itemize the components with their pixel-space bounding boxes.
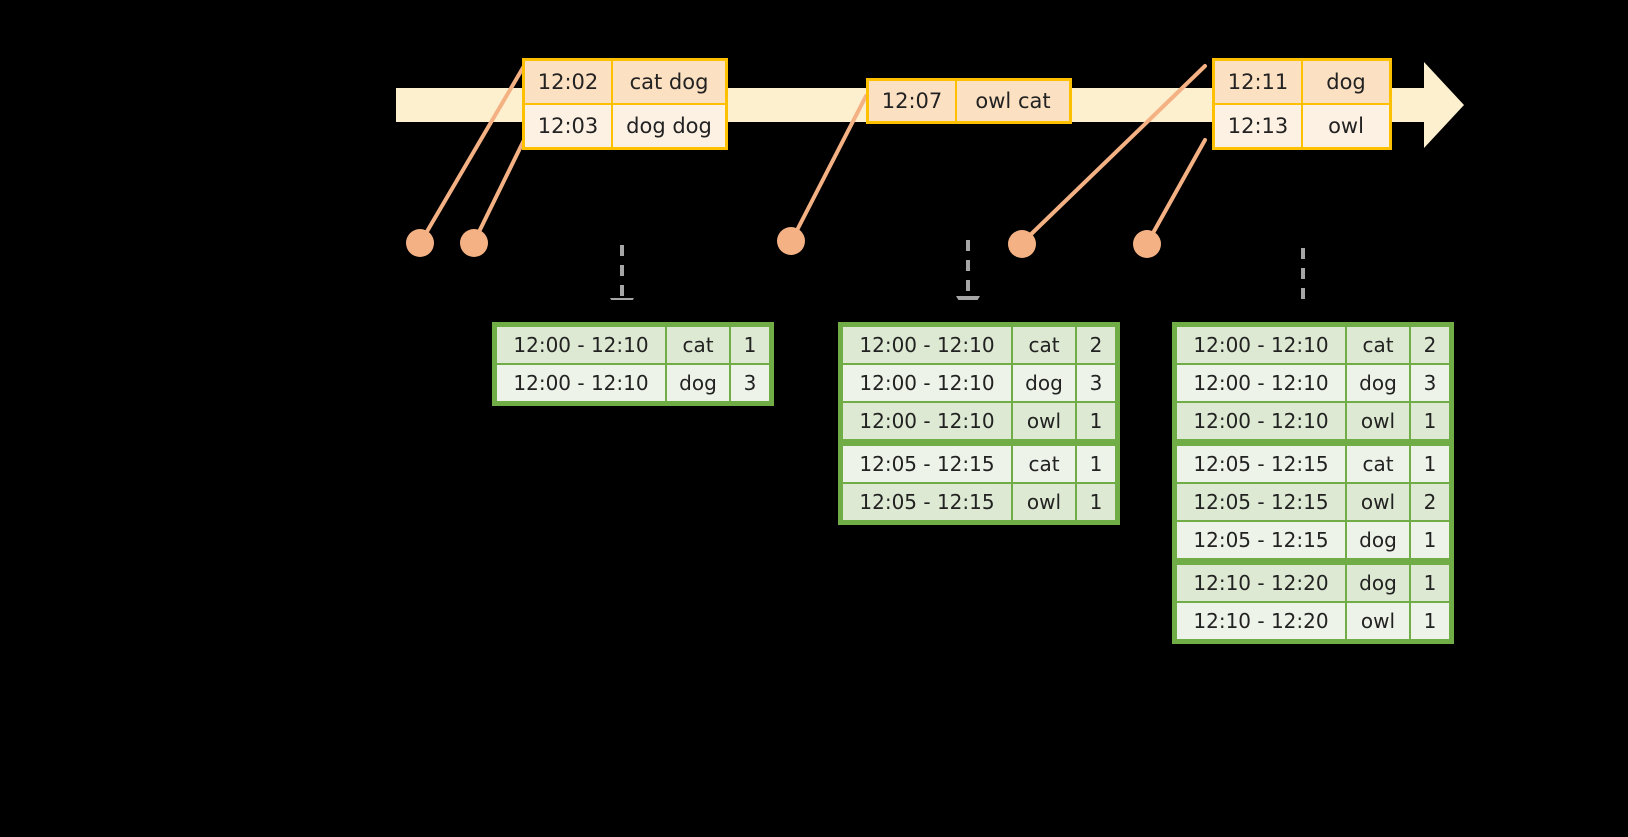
emit-arrowhead-2	[956, 296, 980, 300]
event-time: 12:02	[525, 61, 613, 103]
event-words: owl cat	[957, 81, 1069, 121]
word-cell: dog	[667, 365, 729, 401]
count-cell: 2	[1411, 327, 1449, 363]
event-words: owl	[1303, 105, 1389, 147]
result-table-1[interactable]: 12:00 - 12:10 cat 1 12:00 - 12:10 dog 3	[492, 322, 774, 406]
result-table-3[interactable]: 12:00 - 12:10 cat 2 12:00 - 12:10 dog 3 …	[1172, 322, 1454, 644]
result-table-2[interactable]: 12:00 - 12:10 cat 2 12:00 - 12:10 dog 3 …	[838, 322, 1120, 525]
table-row: 12:00 - 12:10 cat 2	[1177, 327, 1449, 363]
count-cell: 1	[1077, 446, 1115, 482]
table-row: 12:10 - 12:20 dog 1	[1177, 565, 1449, 601]
timeline-layer	[396, 62, 1464, 300]
word-cell: dog	[1347, 565, 1409, 601]
window-cell: 12:05 - 12:15	[843, 446, 1011, 482]
event-box-2[interactable]: 12:07 owl cat	[866, 78, 1072, 124]
word-cell: cat	[667, 327, 729, 363]
table-row: 12:00 - 12:10 owl 1	[1177, 403, 1449, 439]
stream-dot-1	[406, 229, 434, 257]
event-row: 12:03 dog dog	[525, 103, 725, 147]
word-cell: dog	[1013, 365, 1075, 401]
window-cell: 12:00 - 12:10	[843, 403, 1011, 439]
count-cell: 1	[1411, 603, 1449, 639]
count-cell: 1	[1411, 403, 1449, 439]
event-time: 12:11	[1215, 61, 1303, 103]
group-separator	[1175, 441, 1451, 444]
event-box-3[interactable]: 12:11 dog 12:13 owl	[1212, 58, 1392, 150]
table-row: 12:05 - 12:15 cat 1	[1177, 446, 1449, 482]
stream-dot-5	[1133, 230, 1161, 258]
table-row: 12:00 - 12:10 dog 3	[843, 365, 1115, 401]
table-row: 12:05 - 12:15 owl 1	[843, 484, 1115, 520]
table-row: 12:00 - 12:10 cat 1	[497, 327, 769, 363]
emit-arrowhead-1	[610, 298, 634, 300]
count-cell: 1	[1077, 403, 1115, 439]
stream-dot-2	[460, 229, 488, 257]
window-cell: 12:05 - 12:15	[1177, 484, 1345, 520]
word-cell: owl	[1347, 484, 1409, 520]
stream-dots	[406, 227, 1161, 258]
event-time: 12:07	[869, 81, 957, 121]
window-cell: 12:10 - 12:20	[1177, 603, 1345, 639]
window-cell: 12:00 - 12:10	[497, 327, 665, 363]
window-cell: 12:05 - 12:15	[1177, 522, 1345, 558]
count-cell: 1	[731, 327, 769, 363]
stream-dot-3	[777, 227, 805, 255]
table-row: 12:05 - 12:15 cat 1	[843, 446, 1115, 482]
word-cell: cat	[1347, 446, 1409, 482]
window-cell: 12:00 - 12:10	[843, 365, 1011, 401]
count-cell: 3	[1411, 365, 1449, 401]
stream-dot-4	[1008, 230, 1036, 258]
event-time: 12:13	[1215, 105, 1303, 147]
word-cell: owl	[1347, 403, 1409, 439]
word-cell: cat	[1347, 327, 1409, 363]
count-cell: 2	[1411, 484, 1449, 520]
event-words: cat dog	[613, 61, 725, 103]
event-row: 12:13 owl	[1215, 103, 1389, 147]
connector-lines	[420, 64, 1207, 244]
word-cell: owl	[1347, 603, 1409, 639]
count-cell: 3	[731, 365, 769, 401]
event-row: 12:11 dog	[1215, 61, 1389, 103]
word-cell: cat	[1013, 446, 1075, 482]
window-cell: 12:00 - 12:10	[1177, 327, 1345, 363]
event-row: 12:02 cat dog	[525, 61, 725, 103]
event-time: 12:03	[525, 105, 613, 147]
window-cell: 12:05 - 12:15	[843, 484, 1011, 520]
table-row: 12:05 - 12:15 dog 1	[1177, 522, 1449, 558]
window-cell: 12:10 - 12:20	[1177, 565, 1345, 601]
word-cell: owl	[1013, 403, 1075, 439]
window-cell: 12:05 - 12:15	[1177, 446, 1345, 482]
table-row: 12:00 - 12:10 owl 1	[843, 403, 1115, 439]
table-row: 12:00 - 12:10 dog 3	[497, 365, 769, 401]
group-separator	[1175, 560, 1451, 563]
word-cell: dog	[1347, 365, 1409, 401]
group-separator	[841, 441, 1117, 444]
window-cell: 12:00 - 12:10	[1177, 365, 1345, 401]
count-cell: 1	[1411, 565, 1449, 601]
count-cell: 2	[1077, 327, 1115, 363]
table-row: 12:05 - 12:15 owl 2	[1177, 484, 1449, 520]
word-cell: dog	[1347, 522, 1409, 558]
window-cell: 12:00 - 12:10	[497, 365, 665, 401]
event-row: 12:07 owl cat	[869, 81, 1069, 121]
count-cell: 1	[1077, 484, 1115, 520]
table-row: 12:10 - 12:20 owl 1	[1177, 603, 1449, 639]
count-cell: 3	[1077, 365, 1115, 401]
table-row: 12:00 - 12:10 cat 2	[843, 327, 1115, 363]
count-cell: 1	[1411, 446, 1449, 482]
table-row: 12:00 - 12:10 dog 3	[1177, 365, 1449, 401]
count-cell: 1	[1411, 522, 1449, 558]
event-words: dog dog	[613, 105, 725, 147]
event-box-1[interactable]: 12:02 cat dog 12:03 dog dog	[522, 58, 728, 150]
window-cell: 12:00 - 12:10	[843, 327, 1011, 363]
word-cell: cat	[1013, 327, 1075, 363]
window-cell: 12:00 - 12:10	[1177, 403, 1345, 439]
event-words: dog	[1303, 61, 1389, 103]
word-cell: owl	[1013, 484, 1075, 520]
